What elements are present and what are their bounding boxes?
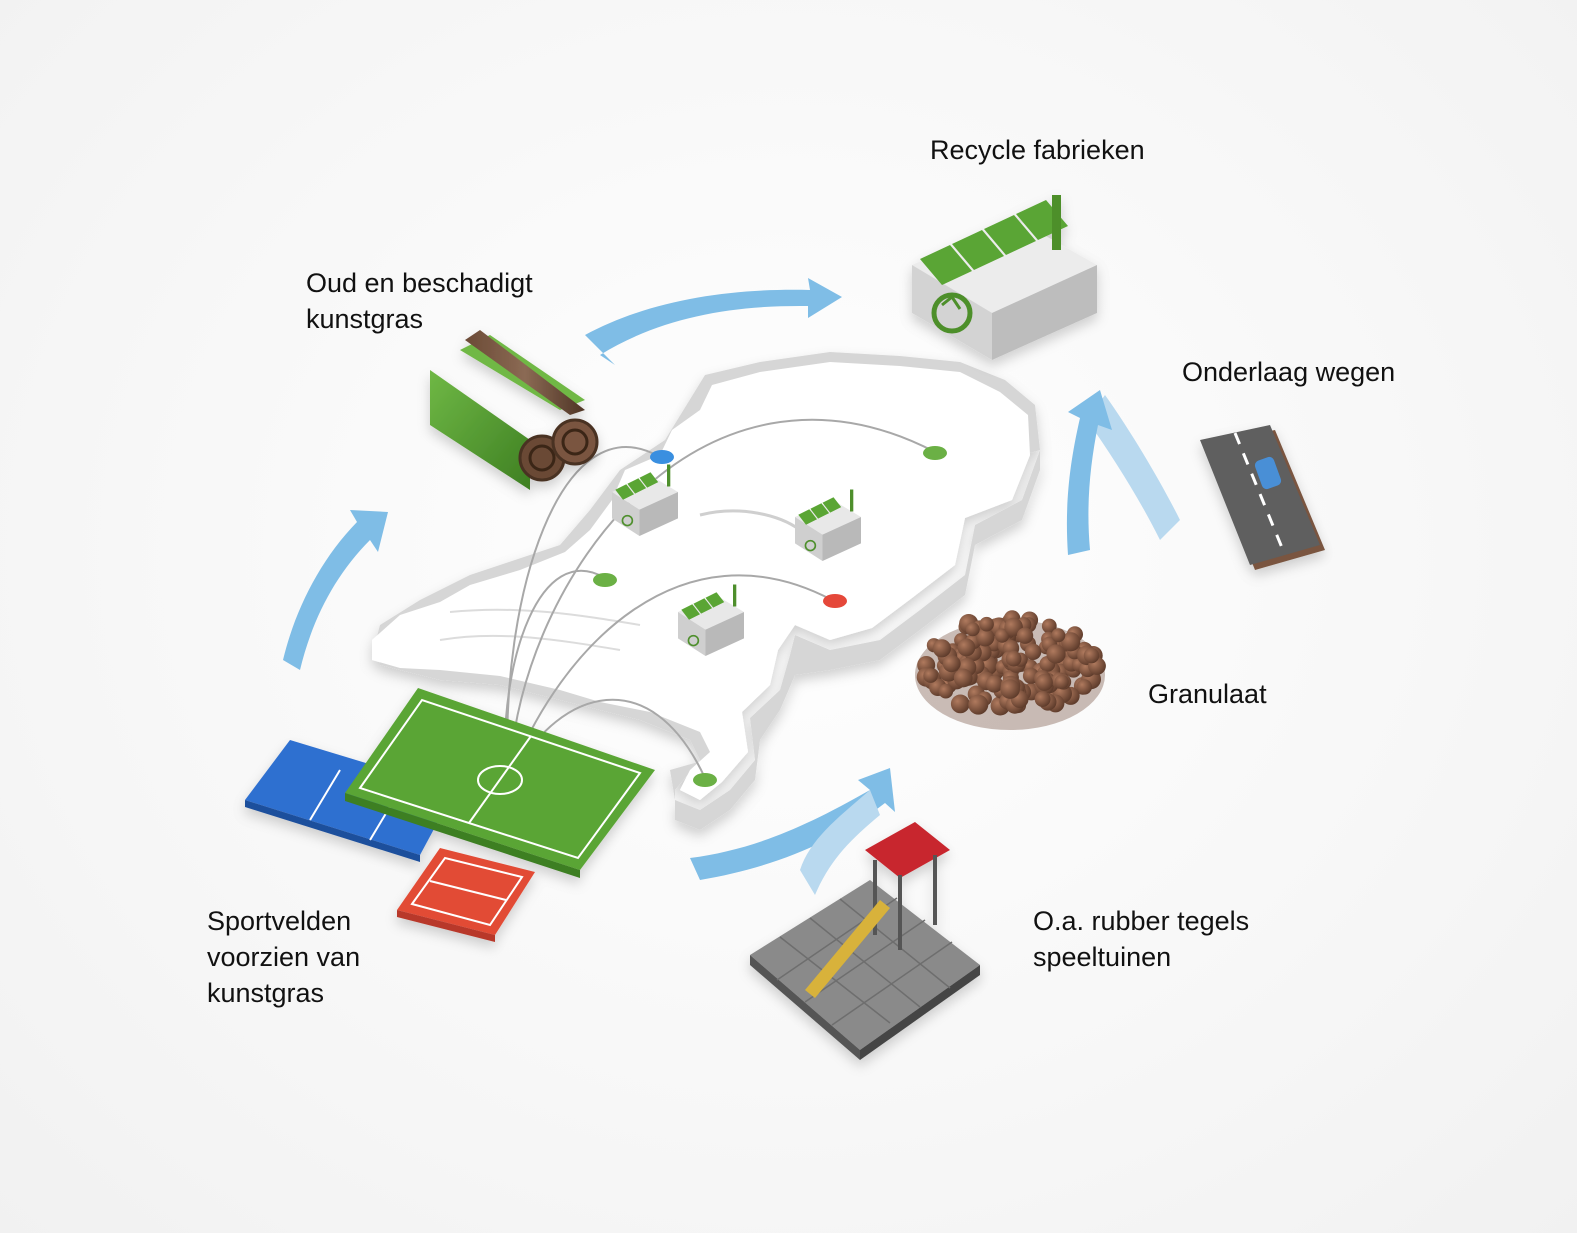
playground-icon [750, 822, 980, 1060]
label-old-turf: Oud en beschadigt kunstgras [306, 265, 533, 337]
arrow-fields-to-turf [283, 510, 388, 670]
label-line: Recycle fabrieken [930, 135, 1145, 165]
granulate-pellet [1034, 691, 1051, 707]
label-road-base: Onderlaag wegen [1182, 354, 1395, 390]
label-recycle-factories: Recycle fabrieken [930, 132, 1145, 168]
label-line: Onderlaag wegen [1182, 357, 1396, 387]
granulate-pellet [942, 655, 960, 673]
label-line: Granulaat [1148, 679, 1267, 709]
location-pins [593, 446, 947, 787]
granulate-pellet [1016, 627, 1034, 644]
arrow-factory-to-road [1087, 395, 1180, 540]
granulate-pellet [979, 616, 994, 632]
arrow-granulate-to-playground [690, 768, 895, 880]
arc-to-red [511, 574, 833, 773]
label-line: Oud en beschadigt [306, 268, 533, 298]
arrow-factory-down [1066, 390, 1112, 555]
granulate-pellet [1046, 644, 1066, 664]
label-sport-fields: Sportvelden voorzien van kunstgras [207, 903, 360, 1011]
granulate-pellet [976, 628, 995, 647]
road-icon [1200, 425, 1325, 570]
granulate-pellet [1083, 647, 1100, 664]
granulate-pellet [1061, 632, 1081, 652]
label-line: speeltuinen [1033, 942, 1172, 972]
granulate-pellet [968, 694, 989, 715]
label-line: Sportvelden [207, 906, 352, 936]
label-line: kunstgras [306, 304, 424, 334]
factory-icon [912, 195, 1097, 360]
turf-roll-icon [430, 330, 599, 490]
pin-red [823, 594, 847, 608]
map-top [372, 362, 1030, 800]
label-line: O.a. rubber tegels [1033, 906, 1250, 936]
granulate-pellet [950, 694, 970, 714]
granulate-pellet [932, 639, 951, 658]
label-playground: O.a. rubber tegels speeltuinen [1033, 903, 1249, 975]
granulate-pellet [923, 668, 938, 683]
pin-green-south [693, 773, 717, 787]
label-granulate: Granulaat [1148, 676, 1267, 712]
arrow-playground-branch [800, 790, 880, 895]
label-line: kunstgras [207, 978, 325, 1008]
recycle-icon [931, 292, 973, 334]
granulate-pellet [1024, 643, 1042, 660]
granulate-pellet [985, 675, 1003, 693]
pin-blue [650, 450, 674, 464]
granulate-icon [915, 610, 1106, 730]
pin-green-northeast [923, 446, 947, 460]
arrow-turf-to-factory [585, 278, 842, 365]
sport-fields-icon [245, 688, 655, 942]
granulate-pellet [957, 638, 976, 657]
granulate-pellet [1051, 628, 1066, 643]
granulate-pellet [1035, 673, 1053, 691]
granulate-pellet [1000, 679, 1020, 699]
granulate-pellet [1054, 674, 1069, 689]
granulate-pellet [1005, 650, 1022, 667]
granulate-pellet [1041, 618, 1057, 634]
granulate-pellet [953, 668, 973, 688]
tennis-court [397, 848, 535, 942]
soccer-field [345, 688, 655, 878]
granulate-pellet [965, 622, 980, 637]
pin-green-west [593, 573, 617, 587]
cycle-arrows [283, 278, 1180, 895]
granulate-pellet [1076, 679, 1092, 695]
granulate-pellet [995, 628, 1010, 643]
granulate-pellet [938, 683, 954, 699]
label-line: voorzien van [207, 942, 361, 972]
